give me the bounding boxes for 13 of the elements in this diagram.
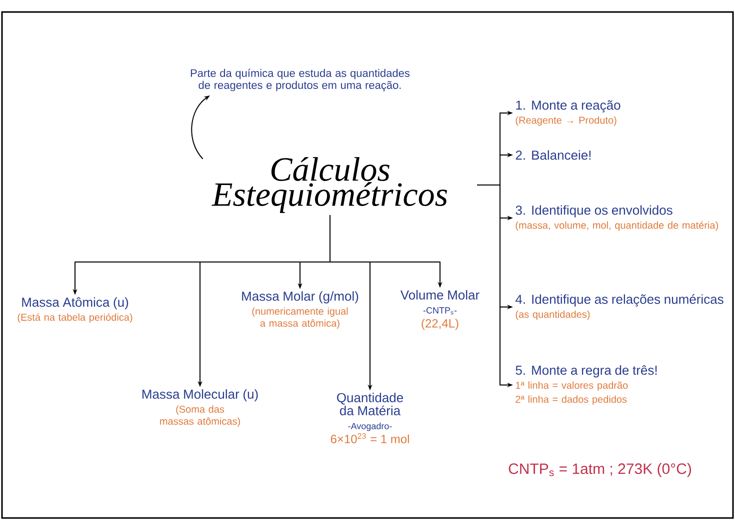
concept-text: Quantidade da Matéria -Avogadro- 6×10$^{23}$ = 1 mol — [330, 392, 409, 444]
step-text: 5. Monte a regra de três! 1ª linha = valores padrão 2ª linha = dados pedidos — [516, 365, 657, 405]
definition-text: Parte da química que estuda as quantidades de reagentes e produtos em uma reação. — [190, 68, 410, 92]
step-text: 2. Balanceie! — [516, 150, 591, 160]
step-text: 3. Identifique os envolvidos (massa, volume, mol, quantidade de matéria) — [516, 205, 718, 231]
step-text: 1. Monte a reação (Reagente → Produto) — [516, 100, 620, 126]
concept-text: Massa Molar (g/mol) (numericamente igual a massa atômica) — [242, 291, 358, 329]
title-text: Cálculos Estequiométricos — [212, 157, 448, 213]
concept-text: Massa Molecular (u) (Soma das massas atômicas) — [142, 389, 258, 427]
step-text: 4. Identifique as relações numéricas (as quantidades) — [516, 294, 724, 320]
concept-text: Volume Molar -CNTP$_{s}$- (22,4L) — [400, 290, 480, 330]
concept-text: Massa Atômica (u) (Está na tabela periódica) — [18, 297, 132, 323]
note-text: CNTP$_{s}$ = 1atm ; 273K (0°C) — [508, 463, 691, 477]
